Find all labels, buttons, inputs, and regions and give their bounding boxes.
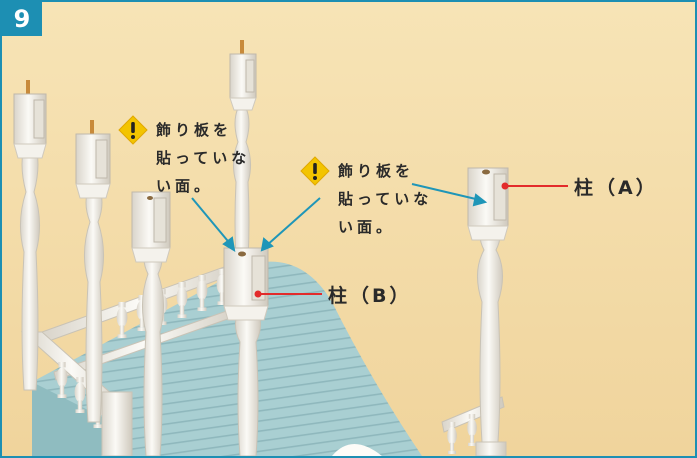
pillar-center-back — [229, 40, 257, 261]
pillar-third — [131, 191, 171, 456]
left-railing — [20, 331, 134, 456]
pillar-far-left — [13, 80, 47, 391]
caution-note-2-line-1: 飾り板を — [338, 162, 415, 180]
pillar-b — [223, 247, 269, 456]
caution-note-1-line-2: 貼っていな — [156, 149, 251, 167]
pointer-arrow-note-2a — [260, 197, 321, 252]
caution-note-1-line-3: い面。 — [156, 177, 214, 195]
caution-note-2: 飾り板を 貼っていな い面。 — [338, 157, 432, 241]
step-number-badge: 9 — [2, 2, 42, 36]
caution-note-2-line-2: 貼っていな — [338, 190, 433, 208]
pillar-second — [75, 120, 111, 423]
pointer-arrow-note-1 — [191, 197, 236, 252]
pointer-arrow-note-2b — [411, 183, 488, 207]
label-pillar-b: 柱（B） — [328, 285, 412, 307]
caution-note-2-line-3: い面。 — [338, 218, 396, 236]
warning-icon — [300, 156, 330, 186]
label-pillar-a: 柱（A） — [574, 177, 658, 199]
warning-icon — [118, 115, 148, 145]
caution-note-1-line-1: 飾り板を — [156, 121, 233, 139]
caution-note-1: 飾り板を 貼っていな い面。 — [156, 116, 250, 200]
